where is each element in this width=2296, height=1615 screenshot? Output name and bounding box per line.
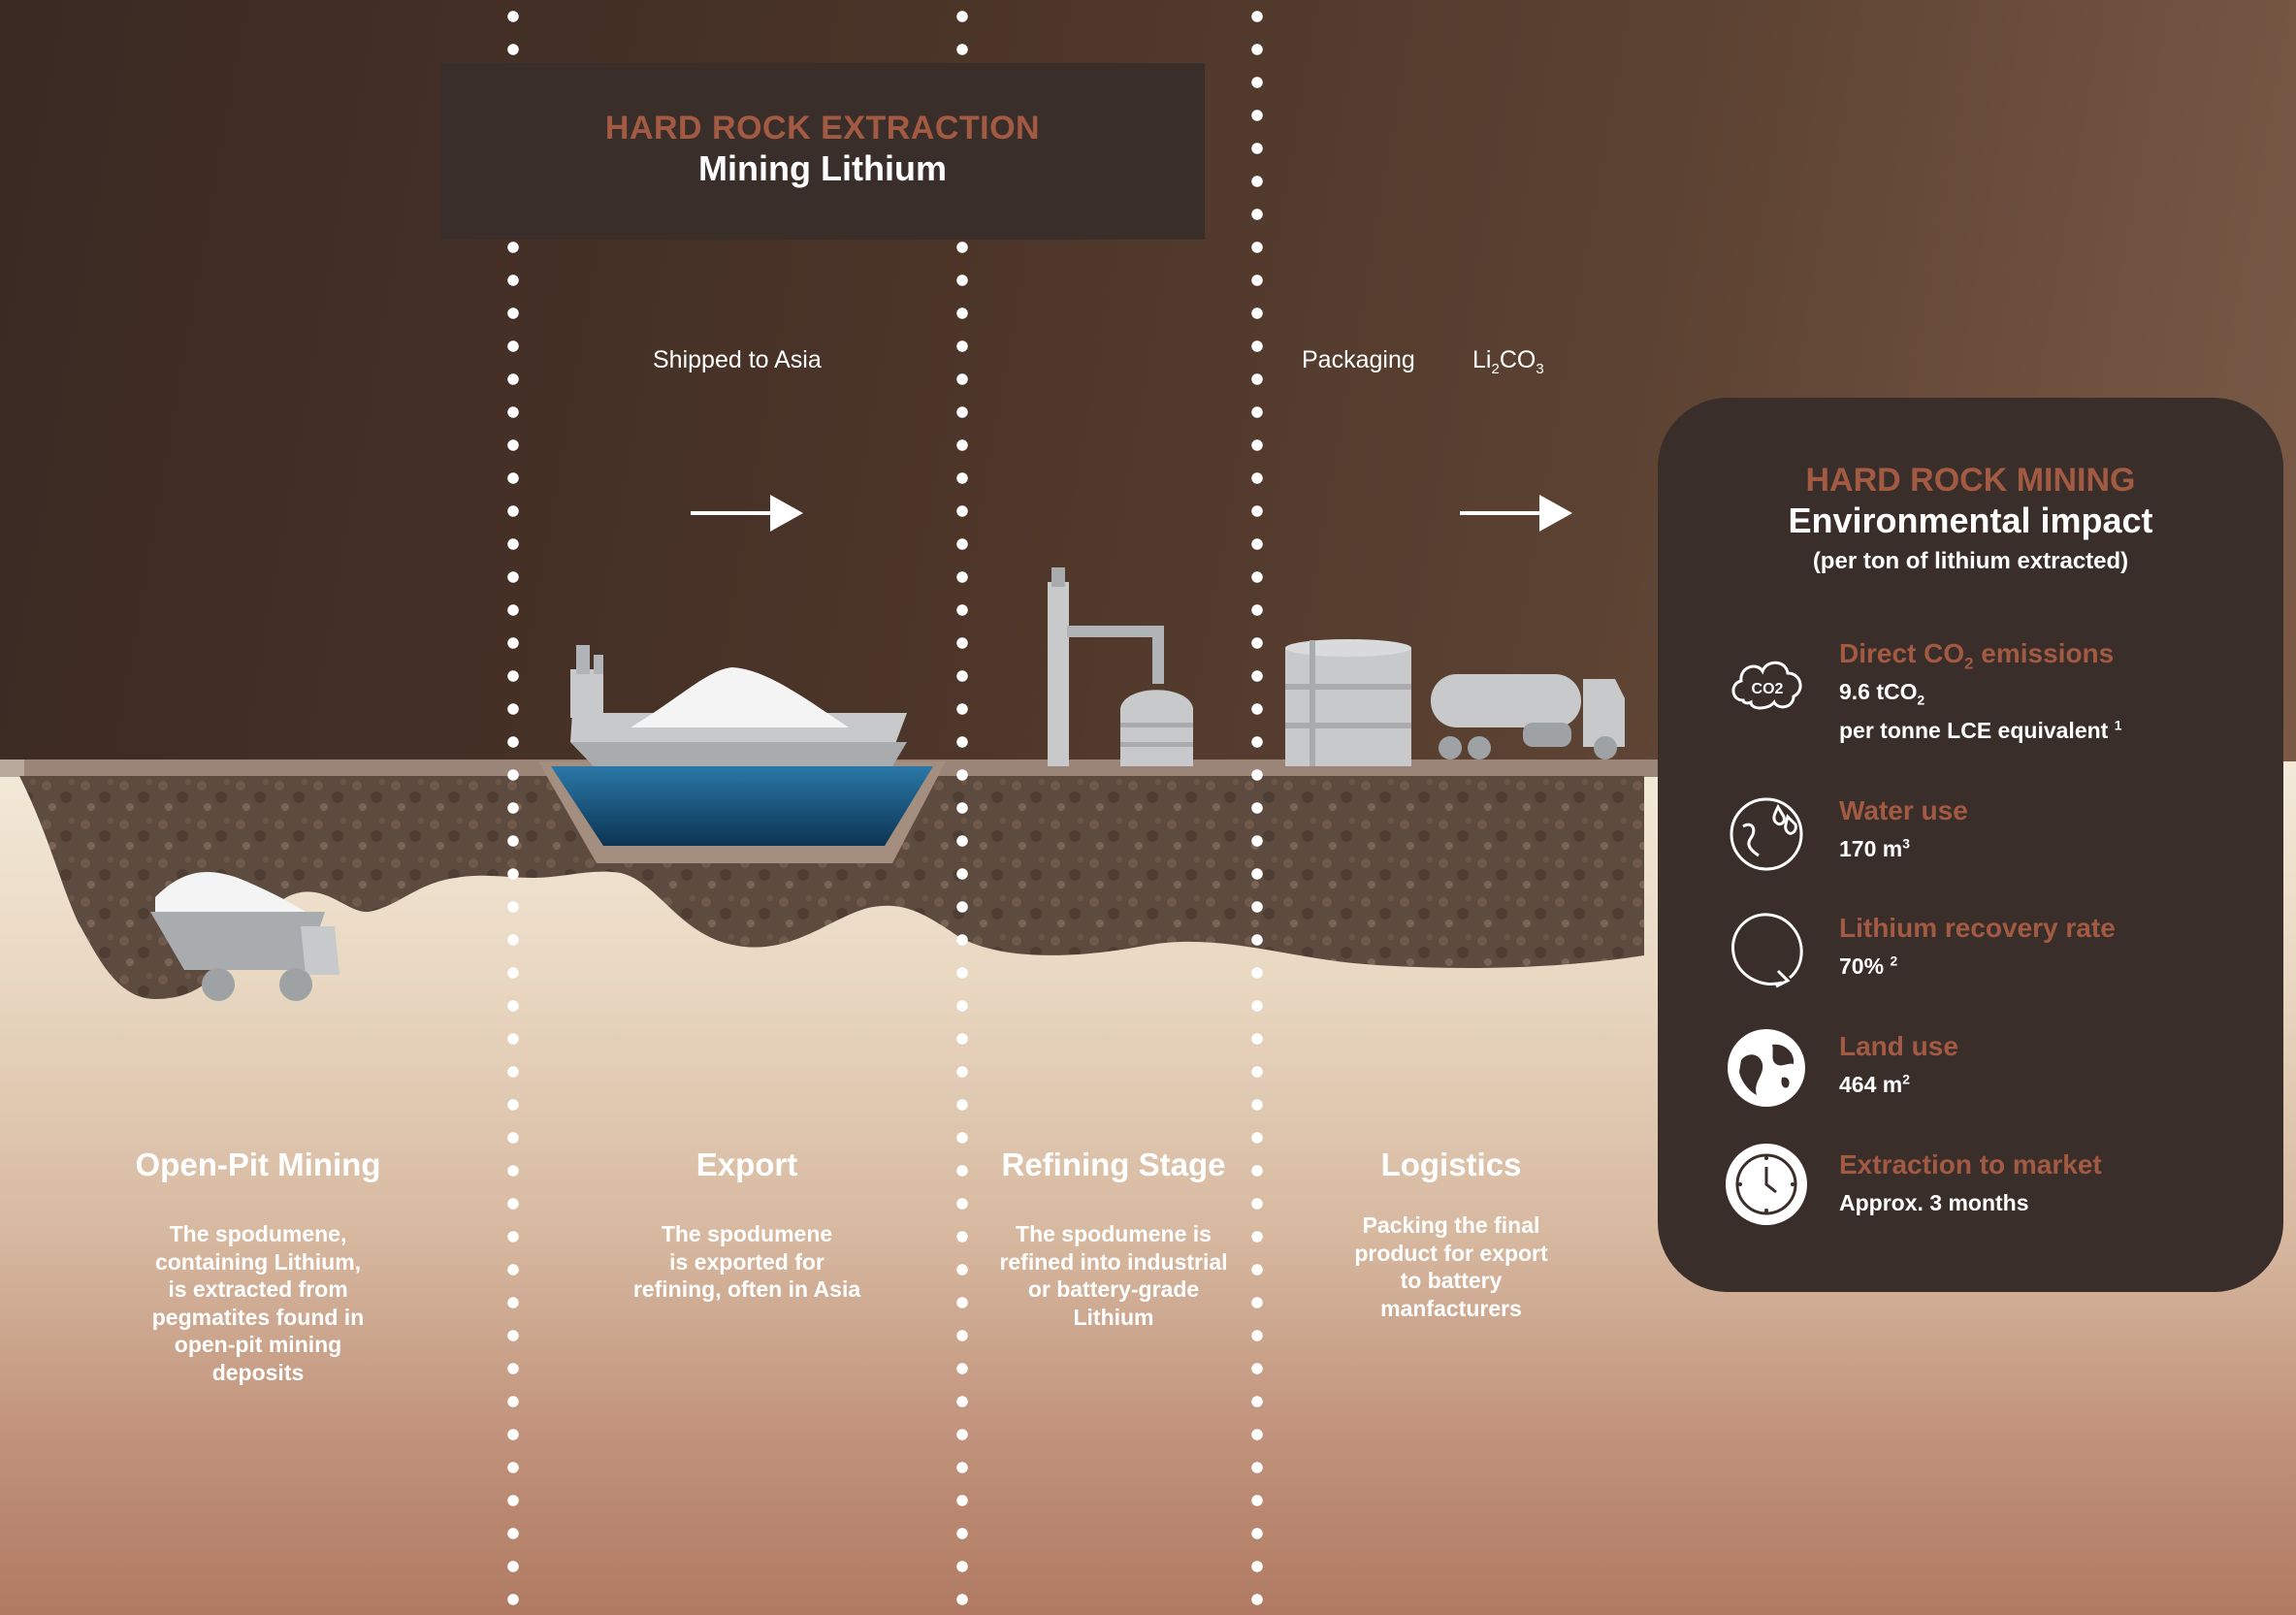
svg-text:CO2: CO2 xyxy=(1752,681,1784,697)
metric-water: Water use 170 m3 xyxy=(1658,795,2283,902)
water-globe-icon xyxy=(1730,797,1803,871)
soil-layer xyxy=(19,776,1644,999)
divider-dots-3 xyxy=(1251,0,1263,1615)
step-title-open-pit: Open-Pit Mining xyxy=(135,1147,381,1182)
step-desc-export: The spodumene is exported for refining, … xyxy=(632,1221,861,1302)
metric-value-co2: 9.6 tCO2 xyxy=(1839,679,1925,708)
metric-label-co2: Direct CO2 emissions xyxy=(1839,638,2115,673)
metric-value-land: 464 m2 xyxy=(1839,1072,1910,1097)
header-accent: HARD ROCK EXTRACTION xyxy=(604,110,1041,146)
step-desc-refining: The spodumene is refined into industrial… xyxy=(999,1221,1228,1330)
cargo-ship-icon xyxy=(570,645,907,766)
co2-cloud-icon: CO2 xyxy=(1731,661,1802,710)
storage-tank-icon xyxy=(1285,639,1411,766)
step-desc-logistics: Packing the final product for export to … xyxy=(1354,1212,1548,1321)
metric-value-extraction: Approx. 3 months xyxy=(1839,1190,2029,1215)
panel-subtitle: (per ton of lithium extracted) xyxy=(1812,548,2129,574)
metric-label-land: Land use xyxy=(1839,1031,1958,1061)
metric-value-co2-note: per tonne LCE equivalent 1 xyxy=(1839,718,2122,743)
product-formula-label: Li2CO3 xyxy=(1472,346,1544,377)
panel-title: Environmental impact xyxy=(1788,501,2153,540)
mining-truck-icon xyxy=(150,872,340,1001)
panel-accent: HARD ROCK MINING xyxy=(1805,462,2136,499)
metric-co2: CO2 Direct CO2 emissions 9.6 tCO2 per to… xyxy=(1658,638,2283,745)
divider-dots-2 xyxy=(956,0,968,1615)
header-box: HARD ROCK EXTRACTION Mining Lithium xyxy=(440,63,1205,240)
metric-land: Land use 464 m2 xyxy=(1658,1029,2283,1138)
metric-label-recovery: Lithium recovery rate xyxy=(1839,913,2116,943)
clock-icon xyxy=(1726,1144,1807,1225)
metric-label-extraction: Extraction to market xyxy=(1839,1149,2102,1179)
environmental-impact-panel: HARD ROCK MINING Environmental impact (p… xyxy=(1658,398,2283,1292)
tanker-truck-icon xyxy=(1431,674,1625,759)
step-desc-open-pit: The spodumene, containing Lithium, is ex… xyxy=(151,1221,365,1385)
step-title-logistics: Logistics xyxy=(1380,1147,1522,1182)
step-title-refining: Refining Stage xyxy=(1001,1147,1226,1182)
metric-label-water: Water use xyxy=(1839,795,1968,825)
refinery-icon xyxy=(1048,567,1193,766)
metric-extraction-time: Extraction to market Approx. 3 months xyxy=(1658,1144,2283,1256)
arrow-right-icon-2 xyxy=(1460,495,1572,532)
metric-recovery: Lithium recovery rate 70% 2 xyxy=(1658,913,2283,1019)
header-title: Mining Lithium xyxy=(698,148,947,188)
recovery-cycle-icon xyxy=(1731,913,1803,988)
land-globe-icon xyxy=(1728,1029,1805,1107)
divider-dots-1 xyxy=(507,0,519,1615)
shipped-label: Shipped to Asia xyxy=(653,346,822,373)
step-title-export: Export xyxy=(695,1147,798,1182)
packaging-label: Packaging xyxy=(1302,346,1415,373)
metric-value-water: 170 m3 xyxy=(1839,836,1910,861)
arrow-right-icon xyxy=(691,495,803,532)
metric-value-recovery: 70% 2 xyxy=(1839,953,1898,979)
